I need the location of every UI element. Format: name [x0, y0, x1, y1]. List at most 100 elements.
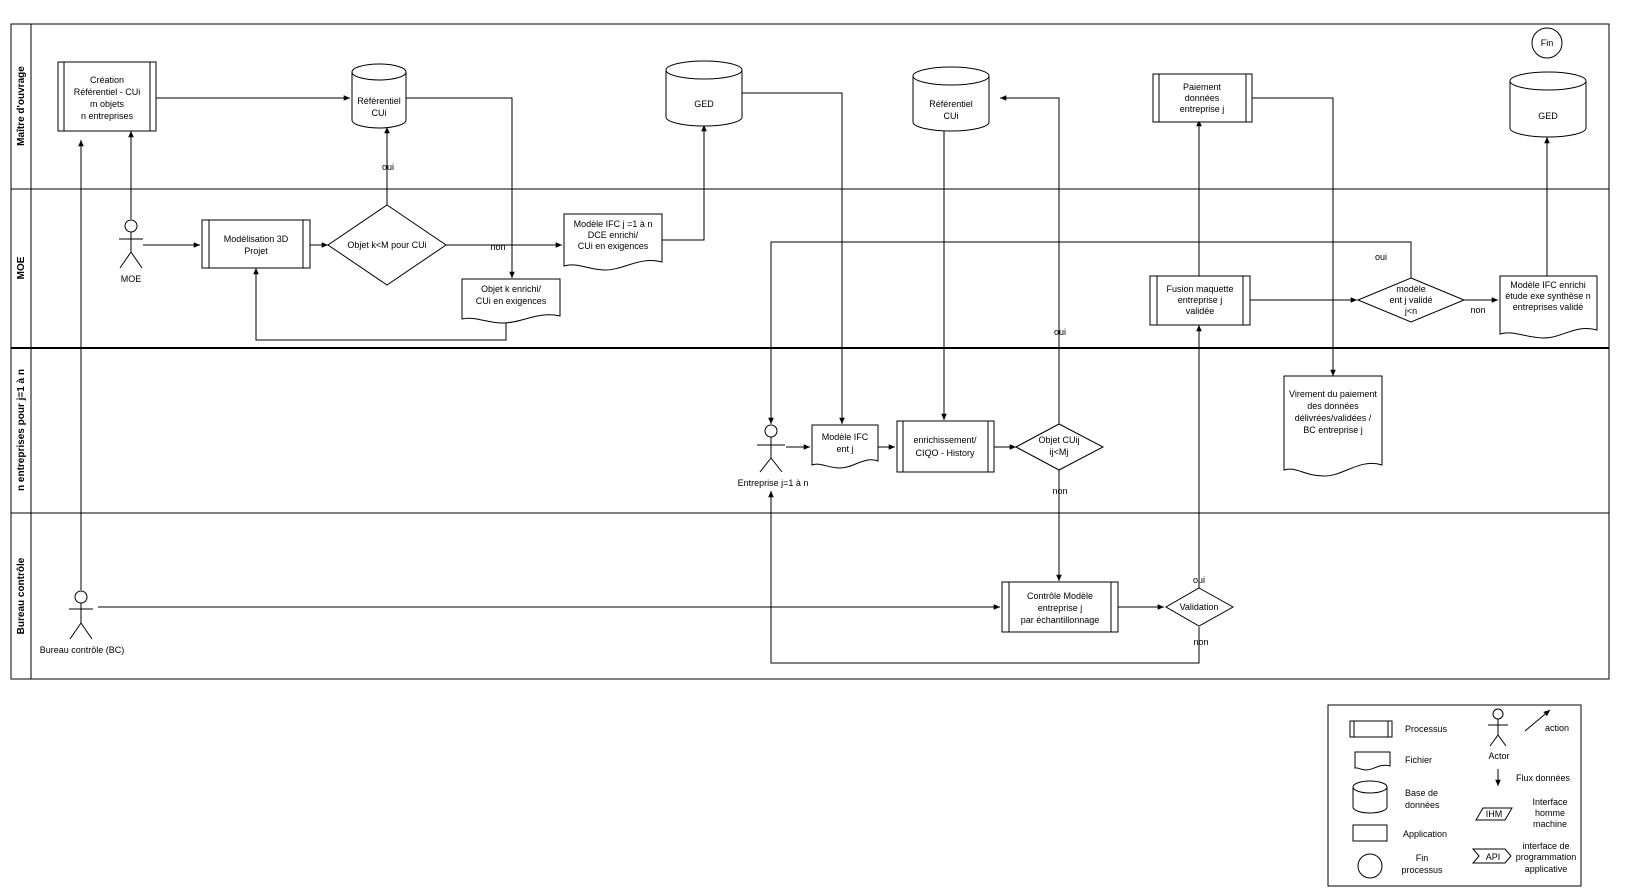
legend: Processus Fichier Base de données Applic…	[1327, 704, 1582, 887]
process-creation-referentiel: Création Référentiel - CUi m objets n en…	[57, 61, 157, 132]
swimlane-pool	[10, 23, 1610, 680]
svg-text:Application: Application	[1403, 829, 1447, 839]
lane-label-bureau-controle: Bureau contrôle	[16, 557, 27, 634]
edge-label-non-validation: non	[1193, 637, 1208, 647]
actor-entreprise: Entreprise j=1 à n	[738, 424, 809, 488]
svg-text:par échantillonnage: par échantillonnage	[1021, 615, 1100, 625]
edge-label-non-cuij: non	[1052, 486, 1067, 496]
process-modelisation-3d: Modélisation 3D Projet	[201, 219, 311, 269]
legend-ihm: IHM Interface homme machine	[1475, 797, 1568, 829]
svg-text:Processus: Processus	[1405, 724, 1448, 734]
svg-text:interface de: interface de	[1522, 841, 1569, 851]
svg-text:Modèle IFC enrichi: Modèle IFC enrichi	[1510, 280, 1586, 290]
svg-text:données: données	[1185, 93, 1220, 103]
svg-text:CIQO - History: CIQO - History	[915, 448, 975, 458]
svg-text:Modèle IFC j =1 à n: Modèle IFC j =1 à n	[574, 219, 653, 229]
legend-flux-donnees: Flux données	[1495, 769, 1571, 786]
svg-text:Paiement: Paiement	[1183, 82, 1222, 92]
svg-text:GED: GED	[694, 99, 714, 109]
svg-text:CUi: CUi	[372, 108, 387, 118]
svg-text:Création: Création	[90, 75, 124, 85]
edge-ged-to-modele-ent	[742, 92, 845, 424]
svg-text:ent j: ent j	[836, 444, 853, 454]
edge-dce-to-ged	[662, 125, 707, 241]
database-referentiel-cui: Référentiel CUi	[351, 63, 407, 129]
document-modele-ifc-dce: Modèle IFC j =1 à n DCE enrichi/ CUi en …	[563, 213, 663, 271]
svg-text:entreprise j: entreprise j	[1180, 104, 1225, 114]
process-enrichissement: enrichissement/ CIQO - History	[896, 420, 995, 473]
svg-text:Entreprise j=1 à n: Entreprise j=1 à n	[738, 478, 809, 488]
actor-moe: MOE	[119, 219, 143, 284]
svg-text:CUi en exigences: CUi en exigences	[578, 241, 649, 251]
legend-base-donnees: Base de données	[1352, 780, 1440, 814]
svg-text:entreprises validé: entreprises validé	[1513, 302, 1584, 312]
svg-text:Actor: Actor	[1488, 751, 1509, 761]
edge-label-non-modele: non	[1470, 305, 1485, 315]
edge-label-non-objet: non	[490, 242, 505, 252]
database-ged: GED	[665, 60, 743, 127]
svg-text:GED: GED	[1538, 111, 1558, 121]
svg-text:machine: machine	[1533, 819, 1567, 829]
svg-text:CUi en exigences: CUi en exigences	[476, 296, 547, 306]
svg-text:données: données	[1405, 800, 1440, 810]
database-ged-2: GED	[1509, 71, 1587, 138]
svg-text:Interface: Interface	[1532, 797, 1567, 807]
svg-text:modèle: modèle	[1396, 284, 1426, 294]
svg-text:ij<Mj: ij<Mj	[1050, 447, 1069, 457]
svg-text:Bureau contrôle (BC): Bureau contrôle (BC)	[40, 645, 125, 655]
lane-label-maitre-ouvrage: Maître d'ouvrage	[16, 66, 27, 146]
decision-objet-cuij: Objet CUij ij<Mj	[1014, 423, 1105, 471]
svg-text:DCE enrichi/: DCE enrichi/	[588, 230, 639, 240]
svg-text:validée: validée	[1186, 306, 1215, 316]
svg-text:Maître d'ouvrage: Maître d'ouvrage	[16, 66, 27, 146]
process-fusion-maquette: Fusion maquette entreprise j validée	[1149, 275, 1251, 326]
document-modele-ifc-enrichi: Modèle IFC enrichi étude exe synthèse n …	[1499, 275, 1598, 339]
edge-label-oui-cuij: oui	[1054, 327, 1066, 337]
svg-text:n entreprises: n entreprises	[81, 111, 134, 121]
svg-text:Fusion maquette: Fusion maquette	[1166, 284, 1233, 294]
svg-text:IHM: IHM	[1486, 809, 1503, 819]
edge-label-oui-validation: oui	[1193, 575, 1205, 585]
lane-label-moe: MOE	[16, 256, 27, 279]
svg-text:n entreprises pour j=1 à n: n entreprises pour j=1 à n	[16, 369, 27, 491]
svg-text:programmation: programmation	[1516, 852, 1577, 862]
svg-text:m objets: m objets	[90, 99, 125, 109]
legend-processus: Processus	[1349, 720, 1448, 738]
svg-text:homme: homme	[1535, 808, 1565, 818]
svg-text:Référentiel: Référentiel	[357, 96, 401, 106]
legend-fin-processus: Fin processus	[1357, 853, 1443, 879]
svg-text:Objet k<M pour CUi: Objet k<M pour CUi	[347, 240, 426, 250]
svg-text:processus: processus	[1401, 865, 1443, 875]
edges	[78, 92, 1550, 664]
svg-text:délivrées/validées /: délivrées/validées /	[1295, 413, 1372, 423]
edge-objet-enrichi-to-modelisation	[253, 268, 507, 341]
legend-application: Application	[1352, 824, 1447, 842]
svg-text:entreprise j: entreprise j	[1038, 603, 1083, 613]
legend-fichier: Fichier	[1354, 751, 1432, 771]
edge-labels: oui non oui non oui non oui non	[382, 162, 1486, 647]
svg-text:applicative: applicative	[1525, 864, 1568, 874]
process-paiement: Paiement données entreprise j	[1152, 73, 1253, 123]
svg-text:enrichissement/: enrichissement/	[913, 435, 977, 445]
document-modele-ifc-ent: Modèle IFC ent j	[811, 424, 879, 469]
svg-text:API: API	[1486, 852, 1501, 862]
svg-text:Contrôle Modèle: Contrôle Modèle	[1027, 591, 1093, 601]
svg-text:Validation: Validation	[1180, 602, 1219, 612]
svg-text:BC entreprise j: BC entreprise j	[1303, 425, 1363, 435]
svg-text:Objet k enrichi/: Objet k enrichi/	[481, 284, 542, 294]
svg-text:action: action	[1545, 723, 1569, 733]
svg-text:ent j validé: ent j validé	[1389, 295, 1432, 305]
svg-text:Objet CUij: Objet CUij	[1038, 435, 1079, 445]
document-objet-k-enrichi: Objet k enrichi/ CUi en exigences	[461, 278, 561, 324]
edge-cuij-oui-referentiel2	[1000, 95, 1060, 424]
edge-paiement-to-virement	[1252, 97, 1336, 376]
process-controle-modele: Contrôle Modèle entreprise j par échanti…	[1001, 581, 1119, 633]
edge-label-oui-ref: oui	[382, 162, 394, 172]
lane-label-entreprises: n entreprises pour j=1 à n	[16, 369, 27, 491]
svg-text:Fin: Fin	[1416, 853, 1429, 863]
svg-text:MOE: MOE	[121, 274, 142, 284]
svg-text:Projet: Projet	[244, 246, 268, 256]
decision-modele-valide: modèle ent j validé j<n	[1356, 277, 1466, 323]
svg-text:Flux données: Flux données	[1516, 773, 1571, 783]
